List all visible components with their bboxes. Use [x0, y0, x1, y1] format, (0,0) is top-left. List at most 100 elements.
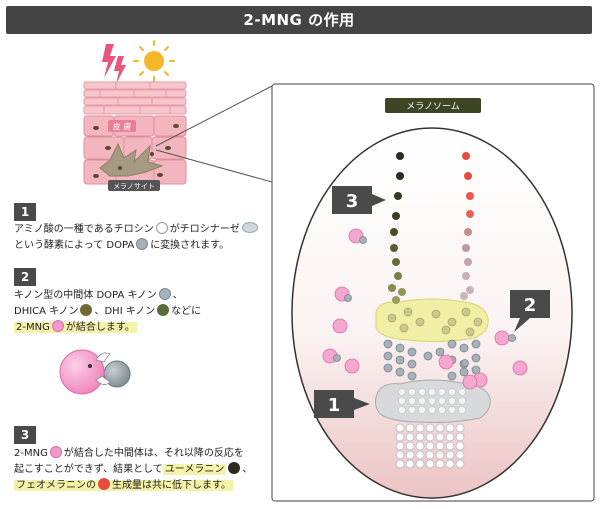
- molecule-dots: [322, 152, 528, 469]
- tyrosine-molecule: [435, 450, 445, 460]
- tyrosine-molecule: [425, 432, 435, 442]
- tyrosine-molecule: [428, 397, 436, 405]
- tyrosine-molecule: [425, 459, 435, 469]
- tyrosine-molecule: [418, 397, 426, 405]
- tyrosine-molecule: [458, 388, 466, 396]
- bound-intermediate: [508, 334, 516, 342]
- mng-molecule: [494, 330, 510, 346]
- dopa-icon: [136, 238, 149, 250]
- mng-molecule: [438, 354, 454, 370]
- step-2-text: キノン型の中間体 DOPA キノン、 DHICA キノン、DHI キノンなどに …: [14, 288, 201, 336]
- bound-intermediate: [333, 354, 341, 362]
- pheomelanin-molecule: [464, 258, 472, 266]
- dopa-molecule: [459, 367, 469, 377]
- tyrosine-molecule: [395, 450, 405, 460]
- callout-2: 2: [510, 290, 550, 332]
- mng-molecule: [344, 358, 360, 374]
- pheomelanin-molecule: [460, 292, 468, 300]
- tyrosine-molecule: [415, 450, 425, 460]
- callout-1: 1: [314, 390, 370, 418]
- skin-label: 皮 膚: [113, 122, 132, 132]
- step-3-number: 3: [14, 426, 36, 444]
- tyrosine-molecule: [445, 450, 455, 460]
- tyrosine-molecule: [415, 432, 425, 442]
- callout-3-label: 3: [346, 191, 359, 212]
- tyrosine-molecule: [455, 423, 465, 433]
- mng-binding-illustration: [59, 349, 131, 395]
- dopa-molecule: [395, 355, 405, 365]
- step-3-line-3a: フェオメラニンの: [16, 480, 96, 491]
- eumelanin-molecule: [396, 152, 404, 160]
- tyrosine-molecule: [458, 406, 466, 414]
- bound-intermediate: [344, 294, 352, 302]
- skin-illustration: 皮 膚 メラノサイト: [83, 81, 187, 191]
- mng-molecule: [512, 360, 528, 376]
- tyrosine-molecule: [428, 406, 436, 414]
- melanocyte-label: メラノサイト: [113, 183, 155, 191]
- pheomelanin-molecule: [462, 244, 470, 252]
- dopa-molecule: [471, 353, 481, 363]
- eumelanin-molecule: [390, 228, 398, 236]
- quinone-molecule: [399, 323, 409, 333]
- melanosome-label-box: [385, 98, 481, 113]
- tyrosine-molecule: [395, 432, 405, 442]
- tyrosine-molecule: [448, 388, 456, 396]
- tyrosine-molecule: [395, 423, 405, 433]
- zoom-connector: [155, 85, 273, 183]
- tyrosine-molecule: [405, 432, 415, 442]
- step-1-number: 1: [14, 203, 36, 221]
- tyrosine-molecule: [445, 423, 455, 433]
- pheomelanin-icon: [98, 478, 110, 490]
- tyrosine-molecule: [405, 459, 415, 469]
- quinone-molecule: [473, 317, 483, 327]
- dopa-molecule: [459, 343, 469, 353]
- tyrosine-molecule: [398, 397, 406, 405]
- step-3-line-1b: が結合した中間体は、それ以降の反応を: [63, 448, 244, 459]
- dopa-molecule: [407, 347, 417, 357]
- melanosome-label: メラノソーム: [406, 101, 460, 112]
- dopa-molecule: [423, 351, 433, 361]
- tyrosine-molecule: [445, 432, 455, 442]
- pheomelanin-molecule: [464, 172, 472, 180]
- quinone-molecule: [431, 309, 441, 319]
- pheomelanin-molecule: [466, 192, 474, 200]
- quinone-molecule: [415, 317, 425, 327]
- dopa-molecule: [407, 359, 417, 369]
- sun-icon: [133, 40, 175, 82]
- callout-3: 3: [332, 186, 386, 214]
- step-1-line-2b: に変換されます。: [150, 240, 230, 251]
- quinone-molecule: [387, 313, 397, 323]
- step-2-line-1b: 、: [172, 290, 183, 301]
- eumelanin-molecule: [396, 172, 404, 180]
- eumelanin-molecule: [392, 258, 400, 266]
- tyrosine-molecule: [448, 406, 456, 414]
- tyrosine-molecule: [455, 450, 465, 460]
- tyrosine-molecule: [455, 459, 465, 469]
- tyrosine-molecule: [458, 397, 466, 405]
- dhi-quinone-icon: [157, 304, 170, 316]
- uv-lightning-icon: [102, 44, 126, 84]
- dopa-molecule: [383, 363, 393, 373]
- mng-icon-2: [49, 446, 62, 458]
- tyrosine-molecule: [408, 397, 416, 405]
- tyrosine-molecule: [425, 423, 435, 433]
- dopa-molecule: [447, 371, 457, 381]
- mng-molecule: [462, 374, 478, 390]
- tyrosine-molecule: [435, 423, 445, 433]
- tyrosine-molecule: [428, 388, 436, 396]
- step-2-line-2a: DHICA キノン: [14, 306, 79, 317]
- eumelanin-icon: [228, 462, 241, 474]
- tyrosine-molecule: [398, 388, 406, 396]
- tyrosine-molecule: [438, 388, 446, 396]
- eumelanin-molecule: [392, 212, 400, 220]
- eumelanin-molecule: [390, 244, 398, 252]
- step-1-line-1a: アミノ酸の一種であるチロシン: [14, 224, 154, 235]
- eumelanin-molecule: [392, 296, 400, 304]
- quinone-molecule: [461, 307, 471, 317]
- tyrosine-molecule: [395, 441, 405, 451]
- step-1-line-1b: がチロシナーゼ: [169, 224, 240, 235]
- quinone-molecule: [447, 317, 457, 327]
- tyrosine-molecule: [418, 406, 426, 414]
